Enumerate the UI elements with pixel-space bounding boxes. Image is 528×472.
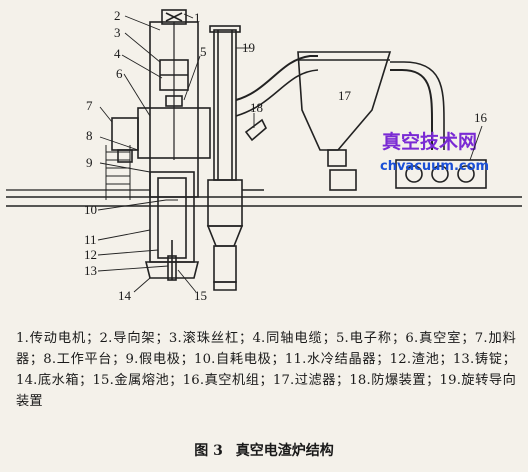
callout-8: 8 bbox=[86, 128, 93, 143]
bottom-water-tank bbox=[144, 261, 200, 279]
callout-6: 6 bbox=[116, 66, 123, 81]
callout-12: 12 bbox=[84, 247, 97, 262]
callout-18: 18 bbox=[250, 100, 263, 115]
callout-9: 9 bbox=[86, 155, 93, 170]
vacuum-pump-unit bbox=[395, 159, 487, 189]
callout-10: 10 bbox=[84, 202, 97, 217]
figure-title: 真空电渣炉结构 bbox=[235, 443, 334, 459]
callout-14: 14 bbox=[118, 288, 132, 303]
callout-16: 16 bbox=[474, 110, 488, 125]
callout-7: 7 bbox=[86, 98, 93, 113]
watermark-url: chvacuum.com bbox=[380, 159, 489, 174]
drive-motor bbox=[161, 9, 187, 25]
callout-1: 1 bbox=[194, 10, 201, 25]
callout-13: 13 bbox=[84, 263, 97, 278]
callout-2: 2 bbox=[114, 8, 121, 23]
callout-17: 17 bbox=[338, 88, 352, 103]
callout-15: 15 bbox=[194, 288, 207, 303]
watermark-cn: 真空技术网 bbox=[382, 130, 477, 153]
figure-caption: 图 3 真空电渣炉结构 bbox=[0, 440, 528, 460]
legend-text: 1.传动电机；2.导向架；3.滚珠丝杠；4.同轴电缆；5.电子称；6.真空室；7… bbox=[16, 331, 516, 409]
callout-19: 19 bbox=[242, 40, 255, 55]
callout-3: 3 bbox=[114, 25, 121, 40]
figure-label: 图 3 bbox=[194, 443, 223, 459]
callout-11: 11 bbox=[84, 232, 97, 247]
explosion-proof-device bbox=[244, 118, 267, 142]
callout-4: 4 bbox=[114, 46, 121, 61]
furnace-diagram: 真空技术网 chvacuum.com 1 2 3 4 5 6 7 8 9 10 … bbox=[6, 8, 522, 303]
callout-5: 5 bbox=[200, 44, 207, 59]
